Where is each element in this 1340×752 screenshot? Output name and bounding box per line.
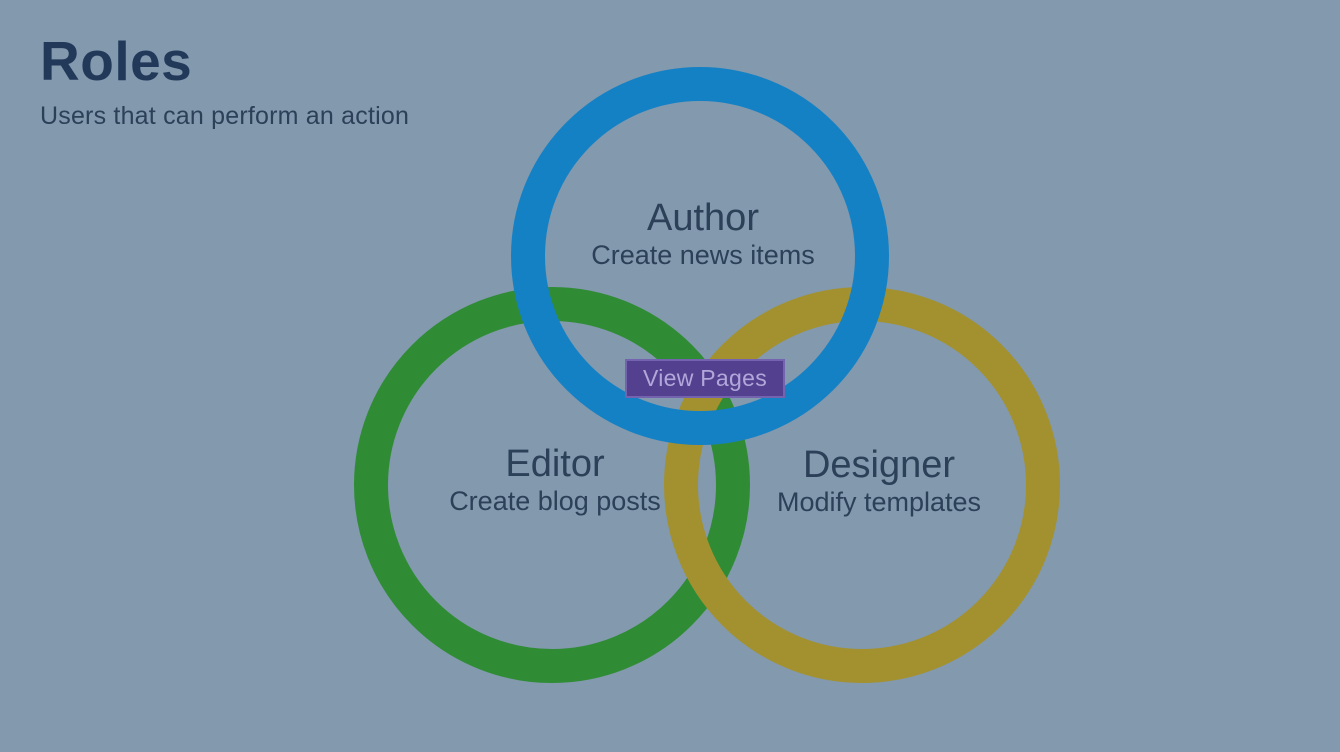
author-role-name: Author xyxy=(647,197,759,239)
designer-label-group: Designer Modify templates xyxy=(776,444,982,517)
page-subtitle: Users that can perform an action xyxy=(40,102,410,131)
author-role-desc: Create news items xyxy=(591,239,815,270)
editor-label-group: Editor Create blog posts xyxy=(449,443,661,516)
designer-role-name: Designer xyxy=(802,444,956,486)
page-title: Roles xyxy=(40,30,193,92)
slide-header: Roles Users that can perform an action xyxy=(40,30,409,131)
view-pages-button[interactable]: View Pages xyxy=(625,359,785,398)
editor-role-name: Editor xyxy=(505,443,605,485)
editor-role-desc: Create blog posts xyxy=(449,485,661,516)
author-label-group: Author Create news items xyxy=(591,197,815,270)
designer-role-desc: Modify templates xyxy=(776,486,982,517)
author-ring xyxy=(511,67,889,445)
